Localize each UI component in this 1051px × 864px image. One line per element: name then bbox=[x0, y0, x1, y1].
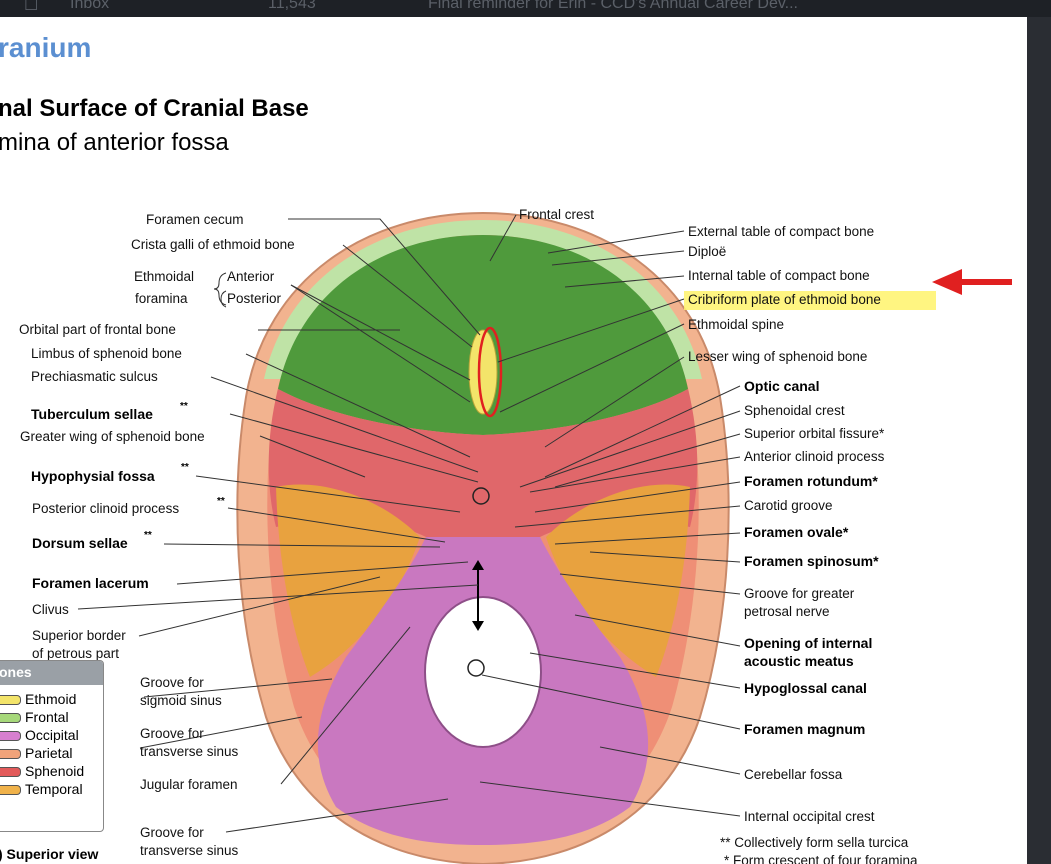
window-edge bbox=[1027, 17, 1051, 864]
highlight-circle bbox=[477, 326, 503, 418]
label-groove-sigmoid-2: sigmoid sinus bbox=[140, 693, 222, 708]
ethmoidal-brace-right bbox=[220, 290, 227, 308]
cribriform-highlight bbox=[684, 291, 936, 310]
marker-tuberculum: ** bbox=[180, 401, 188, 412]
label-diploe: Diploë bbox=[688, 244, 726, 259]
red-arrow bbox=[932, 269, 1012, 295]
label-external-table: External table of compact bone bbox=[688, 224, 874, 239]
label-cerebellar-fossa: Cerebellar fossa bbox=[744, 767, 843, 782]
label-foramen-magnum: Foramen magnum bbox=[744, 721, 865, 737]
label-groove-transverse-4: transverse sinus bbox=[140, 843, 239, 858]
legend-header bbox=[0, 661, 103, 685]
slide: ranium nal Surface of Cranial Base mina … bbox=[0, 17, 1027, 864]
label-dorsum-sellae: Dorsum sellae bbox=[32, 535, 128, 551]
slide-subheading: nal Surface of Cranial Base bbox=[0, 95, 309, 122]
footnote-1: ** Collectively form sella turcica bbox=[720, 835, 909, 850]
swatch-ethmoid bbox=[0, 695, 21, 706]
legend-item-ethmoid: Ethmoid bbox=[0, 691, 76, 709]
inbox-label[interactable]: Inbox bbox=[70, 0, 110, 12]
label-opening-internal-acoustic-1: Opening of internal bbox=[744, 635, 872, 651]
label-jugular-foramen: Jugular foramen bbox=[140, 777, 238, 792]
cribriform-plate bbox=[468, 329, 498, 415]
legend-item-occipital: Occipital bbox=[0, 727, 79, 745]
bones-legend: ones Ethmoid Frontal Occipital Parietal … bbox=[0, 660, 104, 832]
label-foramen-lacerum: Foramen lacerum bbox=[32, 575, 149, 591]
marker-dorsum: ** bbox=[144, 530, 152, 541]
label-groove-greater-petrosal-1: Groove for greater bbox=[744, 586, 855, 601]
label-cribriform: Cribriform plate of ethmoid bone bbox=[688, 292, 881, 307]
label-foramen-rotundum: Foramen rotundum* bbox=[744, 473, 878, 489]
label-lesser-wing: Lesser wing of sphenoid bone bbox=[688, 349, 867, 364]
label-frontal-crest: Frontal crest bbox=[519, 207, 594, 222]
label-optic-canal: Optic canal bbox=[744, 378, 819, 394]
legend-item-parietal: Parietal bbox=[0, 745, 72, 763]
label-internal-occipital-crest: Internal occipital crest bbox=[744, 809, 875, 824]
inbox-icon[interactable]: ☐ bbox=[24, 0, 39, 14]
label-sphenoidal-crest: Sphenoidal crest bbox=[744, 403, 845, 418]
label-greater-wing: Greater wing of sphenoid bone bbox=[20, 429, 205, 444]
email-topbar: ☐ Inbox 11,543 Final reminder for Erin -… bbox=[0, 0, 1051, 17]
label-hypophysial-fossa: Hypophysial fossa bbox=[31, 468, 155, 484]
label-anterior: Anterior bbox=[227, 269, 275, 284]
label-internal-table: Internal table of compact bone bbox=[688, 268, 870, 283]
marker-posterior-clinoid: ** bbox=[217, 496, 225, 507]
cranial-base-diagram: Foramen cecum Crista galli of ethmoid bo… bbox=[0, 207, 1012, 864]
label-foramen-spinosum: Foramen spinosum* bbox=[744, 553, 879, 569]
ethmoidal-brace-left bbox=[213, 272, 227, 306]
swatch-parietal bbox=[0, 749, 21, 760]
label-groove-greater-petrosal-2: petrosal nerve bbox=[744, 604, 830, 619]
footnote-2: * Form crescent of four foramina bbox=[724, 853, 918, 864]
legend-item-temporal: Temporal bbox=[0, 781, 83, 799]
inbox-count: 11,543 bbox=[268, 0, 316, 12]
swatch-frontal bbox=[0, 713, 21, 724]
foramen-magnum-marker bbox=[467, 659, 485, 677]
view-caption: ) Superior view bbox=[0, 846, 98, 862]
label-groove-transverse-1: Groove for bbox=[140, 726, 204, 741]
label-groove-transverse-3: Groove for bbox=[140, 825, 204, 840]
label-foramen-ovale: Foramen ovale* bbox=[744, 524, 849, 540]
label-opening-internal-acoustic-2: acoustic meatus bbox=[744, 653, 854, 669]
label-orbital-part: Orbital part of frontal bone bbox=[19, 322, 176, 337]
label-groove-sigmoid-1: Groove for bbox=[140, 675, 204, 690]
label-prechiasmatic: Prechiasmatic sulcus bbox=[31, 369, 158, 384]
label-limbus: Limbus of sphenoid bone bbox=[31, 346, 182, 361]
label-petrous-part: of petrous part bbox=[32, 646, 119, 661]
hypophysial-fossa-marker bbox=[472, 487, 490, 505]
label-posterior: Posterior bbox=[227, 291, 282, 306]
marker-hypophysial: ** bbox=[181, 462, 189, 473]
leader-lines-right bbox=[479, 214, 741, 817]
label-posterior-clinoid: Posterior clinoid process bbox=[32, 501, 179, 516]
label-foramen-cecum: Foramen cecum bbox=[146, 212, 244, 227]
email-subject[interactable]: Final reminder for Erin - CCD's Annual C… bbox=[428, 0, 798, 12]
label-ethmoidal: Ethmoidal bbox=[134, 269, 194, 284]
label-groove-transverse-2: transverse sinus bbox=[140, 744, 239, 759]
label-hypoglossal-canal: Hypoglossal canal bbox=[744, 680, 867, 696]
label-tuberculum-sellae: Tuberculum sellae bbox=[31, 406, 153, 422]
legend-item-frontal: Frontal bbox=[0, 709, 69, 727]
label-superior-border: Superior border bbox=[32, 628, 126, 643]
label-ethmoidal-spine: Ethmoidal spine bbox=[688, 317, 784, 332]
swatch-sphenoid bbox=[0, 767, 21, 778]
label-foramina: foramina bbox=[135, 291, 188, 306]
slide-subheading-2: mina of anterior fossa bbox=[0, 129, 229, 156]
legend-title: ones bbox=[0, 664, 32, 680]
swatch-occipital bbox=[0, 731, 21, 742]
legend-item-sphenoid: Sphenoid bbox=[0, 763, 84, 781]
label-crista-galli: Crista galli of ethmoid bone bbox=[131, 237, 295, 252]
label-carotid-groove: Carotid groove bbox=[744, 498, 833, 513]
label-superior-orbital-fissure: Superior orbital fissure* bbox=[744, 426, 885, 441]
label-clivus: Clivus bbox=[32, 602, 69, 617]
leader-lines-left bbox=[77, 218, 481, 833]
swatch-temporal bbox=[0, 785, 21, 796]
label-anterior-clinoid: Anterior clinoid process bbox=[744, 449, 885, 464]
clivus-arrowhead-bottom bbox=[472, 621, 484, 631]
slide-heading: ranium bbox=[0, 32, 92, 63]
clivus-arrowhead-top bbox=[472, 560, 484, 570]
